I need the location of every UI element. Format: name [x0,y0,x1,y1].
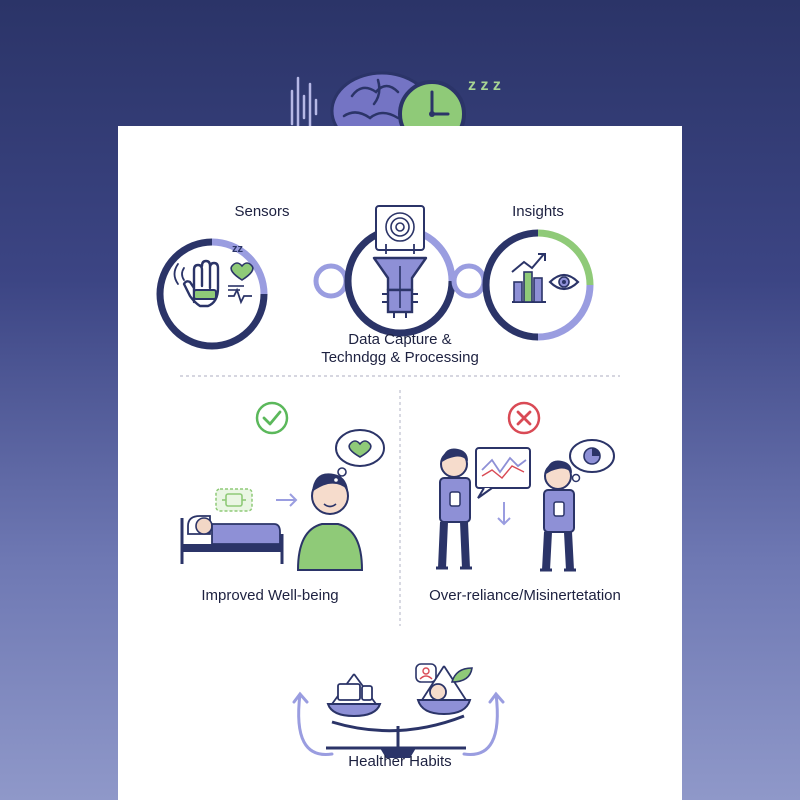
chart-speech-bubble-icon [475,447,531,499]
chain-link-icon [313,263,349,299]
person-bubble-icon [415,663,437,683]
happy-person-icon [296,473,364,571]
eye-icon [548,273,580,291]
sleep-zzz: z z z [468,77,501,94]
fingerprint-icon [375,205,425,254]
device-bubble-icon [215,488,253,512]
heart-icon [230,262,254,281]
leaf-icon [450,667,473,683]
sensors-node: zz [156,238,268,350]
improved-wellbeing-label: Improved Well-being [201,587,339,604]
insights-label: Insights [512,203,564,220]
over-reliance-label: Over-reliance/Misinertetation [429,587,621,604]
svg-text:zz: zz [232,243,244,255]
error-icon [507,401,541,435]
chain-link-icon [451,263,487,299]
pulse-icon [228,287,252,305]
balance-scale-icon [326,663,473,758]
funnel-chip-icon [372,256,428,318]
sleeping-person-icon [180,515,284,564]
cycle-arrow-right-icon [462,691,505,756]
healthier-habits-label: Healther Habits [348,753,452,770]
heart-thought-bubble-icon [332,429,385,484]
processing-node [344,205,456,337]
arrow-right-icon [276,493,298,507]
sensors-label: Sensors [234,203,290,220]
person-holding-phone-icon [436,448,472,570]
cycle-arrow-left-icon [292,691,334,756]
processing-label-line2: Techndgg & Processing [321,349,479,366]
insights-node [482,229,594,341]
processing-label-line1: Data Capture & [348,331,452,348]
bar-chart-icon [511,253,546,303]
diagram-artwork: zz [156,205,620,758]
hand-sensor-icon [173,259,220,308]
arrow-down-icon [497,502,511,526]
pie-thought-bubble-icon [569,439,615,483]
check-icon [255,401,289,435]
person-with-phone-icon [540,460,576,572]
